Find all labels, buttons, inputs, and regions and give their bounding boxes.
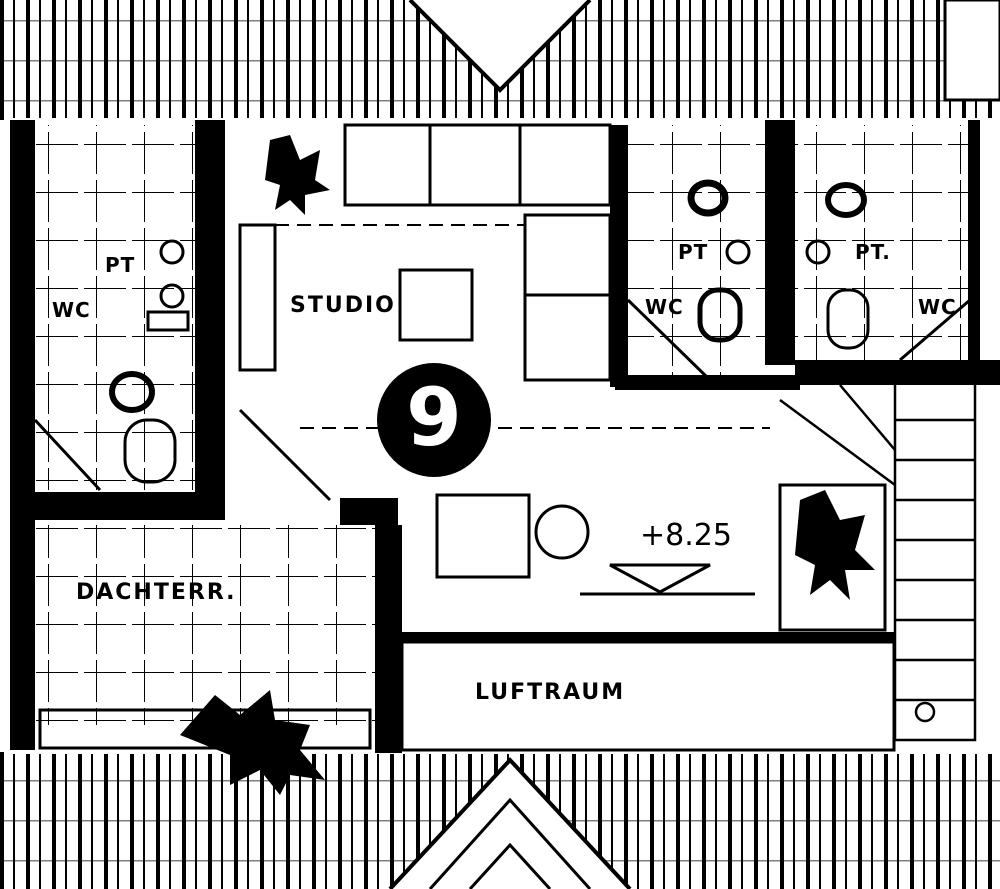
bath-right-pt: PT.: [855, 240, 891, 264]
bath-middle-wc: WC: [645, 295, 684, 319]
level-marker-symbol: [580, 563, 755, 596]
room-label-studio: STUDIO: [290, 293, 396, 318]
level-marker-text: +8.25: [640, 518, 732, 553]
sanitary-fixtures: [33, 179, 971, 492]
plant-icons: [180, 135, 875, 795]
unit-number-badge: 9: [377, 363, 491, 477]
room-label-void: LUFTRAUM: [475, 680, 626, 705]
bath-left-pt: PT: [105, 253, 136, 277]
bath-middle-tiles: [628, 125, 765, 375]
roof-gable-bottom: [388, 757, 632, 889]
bath-right-wc: WC: [918, 295, 957, 319]
walls: [10, 120, 1000, 753]
staircase: [779, 384, 977, 742]
room-label-roof-terrace: DACHTERR.: [76, 580, 237, 605]
bath-middle-pt: PT: [678, 240, 709, 264]
roof-terrace-tiles: [35, 525, 375, 725]
roof-gable-top: [408, 0, 592, 93]
bath-left-wc: WC: [52, 298, 91, 322]
